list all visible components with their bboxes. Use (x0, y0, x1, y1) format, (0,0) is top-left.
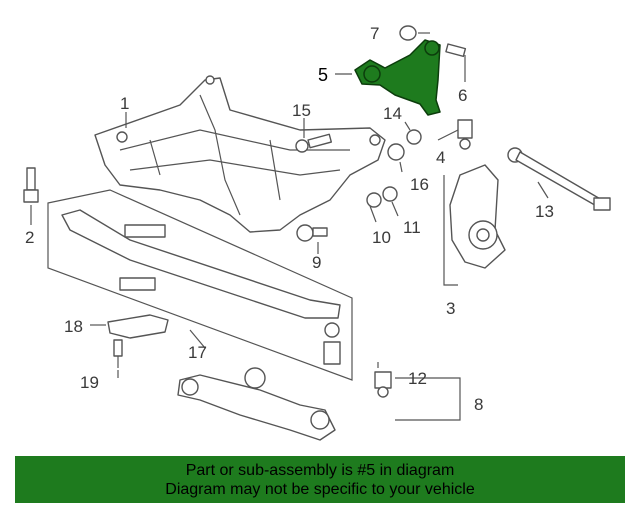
label-7: 7 (370, 24, 379, 43)
link-part-9 (296, 224, 328, 242)
label-11: 11 (403, 218, 421, 237)
bushing-parts (366, 129, 422, 208)
info-banner: Part or sub-assembly is #5 in diagram Di… (15, 456, 625, 503)
bolt-part-15 (295, 133, 333, 153)
ball-joint-part-4 (457, 119, 473, 150)
label-9: 9 (312, 253, 321, 272)
upper-control-arm-part-5 (354, 39, 441, 116)
nut-part-7 (399, 25, 417, 41)
label-2: 2 (25, 228, 34, 247)
bar-link-parts (323, 322, 341, 365)
label-1: 1 (120, 94, 129, 113)
callout-8-bracket (395, 377, 461, 421)
label-19: 19 (80, 373, 99, 392)
label-18: 18 (64, 317, 83, 336)
label-13: 13 (535, 202, 554, 221)
label-17: 17 (188, 343, 207, 362)
label-8: 8 (474, 395, 483, 414)
label-15: 15 (292, 101, 311, 120)
label-4: 4 (436, 148, 445, 167)
label-10: 10 (372, 228, 391, 247)
tie-rod-part-13 (507, 147, 611, 211)
stabilizer-box (47, 189, 353, 381)
label-14: 14 (383, 104, 402, 123)
banner-line-1: Part or sub-assembly is #5 in diagram (185, 462, 455, 479)
lower-control-arm-part-8 (177, 367, 336, 441)
label-5: 5 (318, 65, 328, 85)
bolt-part-6 (445, 43, 467, 82)
label-12: 12 (408, 369, 427, 388)
parts-diagram: 1 2 3 4 5 6 7 8 9 10 11 12 13 14 15 16 1… (23, 24, 611, 441)
label-3: 3 (446, 299, 455, 318)
subframe-part (94, 75, 386, 233)
label-6: 6 (458, 86, 467, 105)
bolt-part-19 (113, 339, 123, 368)
callout-leaders (90, 32, 549, 378)
banner-line-2: Diagram may not be specific to your vehi… (165, 481, 475, 498)
knuckle-part-3 (443, 164, 506, 286)
label-16: 16 (410, 175, 429, 194)
ball-joint-part-12 (374, 362, 392, 398)
bracket-part-18 (107, 314, 169, 339)
bolt-part-2 (23, 167, 39, 225)
